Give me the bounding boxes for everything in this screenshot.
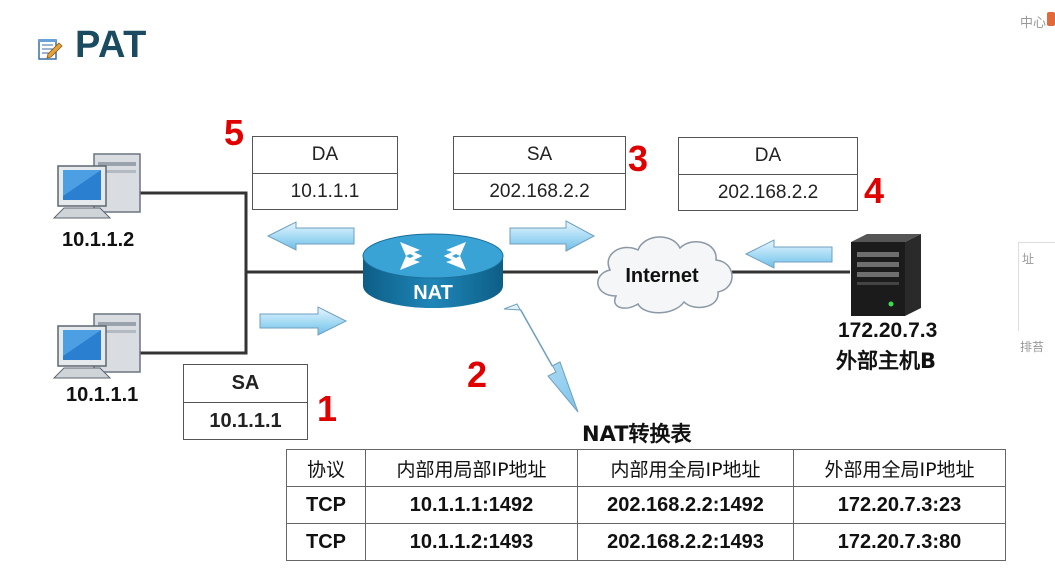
column-header: 内部用局部IP地址 xyxy=(365,449,578,487)
external-host-ip: 172.20.7.3 xyxy=(838,319,938,342)
computer-icon-host2 xyxy=(52,153,141,219)
header-value: 202.168.2.2 xyxy=(454,173,625,210)
router-label: NAT xyxy=(413,282,453,304)
header-field: SA xyxy=(231,372,260,394)
nat-table-caption: NAT转换表 xyxy=(582,422,692,446)
header-field: SA xyxy=(526,144,553,165)
side-badge xyxy=(1047,12,1055,26)
header-field: DA xyxy=(754,145,782,166)
arrow-request-right xyxy=(259,306,348,336)
header-field: DA xyxy=(311,144,339,165)
header-value: 10.1.1.1 xyxy=(184,402,307,440)
arrow-to-internet xyxy=(509,220,596,252)
step-number-4: 4 xyxy=(864,170,885,211)
cloud-label: Internet xyxy=(625,265,699,287)
computer-icon-host1 xyxy=(52,313,141,379)
column-header: 外部用全局IP地址 xyxy=(793,449,1006,487)
link-host2 xyxy=(140,191,248,272)
table-cell: 172.20.7.3:23 xyxy=(793,486,1006,524)
side-panel xyxy=(1018,242,1055,331)
arrow-from-external xyxy=(744,239,833,269)
column-header: 内部用全局IP地址 xyxy=(577,449,794,487)
table-row: TCP 10.1.1.2:1493 202.168.2.2:1493 172.2… xyxy=(286,523,1006,561)
external-host-name: 外部主机B xyxy=(836,349,937,373)
step-number-5: 5 xyxy=(224,112,245,153)
table-row: TCP 10.1.1.1:1492 202.168.2.2:1492 172.2… xyxy=(286,486,1006,524)
server-icon xyxy=(851,234,921,316)
packet-header-step3: SA 202.168.2.2 xyxy=(453,136,626,210)
header-value: 202.168.2.2 xyxy=(679,174,857,211)
step-number-3: 3 xyxy=(628,138,649,179)
table-cell: 172.20.7.3:80 xyxy=(793,523,1006,561)
table-cell: 202.168.2.2:1493 xyxy=(577,523,794,561)
packet-header-step5: DA 10.1.1.1 xyxy=(252,136,398,210)
table-cell: 10.1.1.1:1492 xyxy=(365,486,578,524)
table-cell: TCP xyxy=(286,523,366,561)
step-number-1: 1 xyxy=(317,388,338,429)
table-header-row: 协议 内部用局部IP地址 内部用全局IP地址 外部用全局IP地址 xyxy=(286,449,1006,487)
page-title: PAT xyxy=(75,24,147,66)
table-cell: 10.1.1.2:1493 xyxy=(365,523,578,561)
host-label-2: 10.1.1.2 xyxy=(62,229,135,251)
router-icon: NAT xyxy=(362,233,504,308)
side-fragment-2: 址 xyxy=(1022,252,1035,266)
column-header: 协议 xyxy=(286,449,366,487)
arrow-to-nat-table xyxy=(503,303,579,413)
table-cell: 202.168.2.2:1492 xyxy=(577,486,794,524)
internet-cloud: Internet xyxy=(597,236,733,314)
arrow-reply-left xyxy=(266,221,355,251)
host-label-1: 10.1.1.1 xyxy=(66,384,139,406)
step-number-2: 2 xyxy=(467,354,488,395)
packet-header-step4: DA 202.168.2.2 xyxy=(678,137,858,211)
side-fragment-1: 中心 xyxy=(1020,15,1047,30)
table-cell: TCP xyxy=(286,486,366,524)
notepad-icon xyxy=(38,39,63,60)
header-value: 10.1.1.1 xyxy=(253,173,397,210)
side-fragment-3: 排苔 xyxy=(1020,340,1045,354)
nat-translation-table: 协议 内部用局部IP地址 内部用全局IP地址 外部用全局IP地址 TCP 10.… xyxy=(286,449,1006,561)
link-host1 xyxy=(140,272,248,355)
packet-header-step1: SA 10.1.1.1 xyxy=(183,364,308,440)
